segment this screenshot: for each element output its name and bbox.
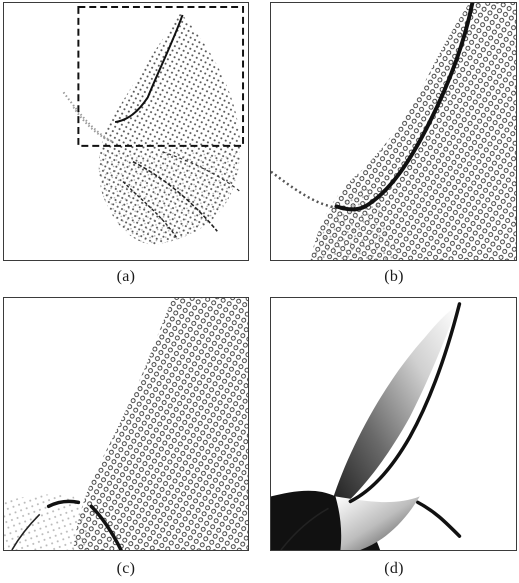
panel-d-lower-curve [418, 502, 460, 536]
figure-panel-d [270, 297, 517, 551]
panel-c-caption: (c) [96, 560, 156, 578]
panel-d-light-lobe [335, 496, 419, 550]
panel-c-dotted-body [73, 298, 248, 550]
panel-b-drawing [271, 3, 516, 260]
panel-b-caption: (b) [364, 268, 424, 286]
panel-a-caption: (a) [96, 268, 156, 286]
panel-d-caption: (d) [364, 560, 424, 578]
panel-d-drawing [271, 298, 516, 550]
figure-panel-a [3, 2, 249, 261]
panel-d-shaded-sheet [331, 306, 458, 508]
figure-panel-c [3, 297, 249, 551]
panel-a-drawing [4, 3, 248, 260]
figure-panel-b [270, 2, 517, 261]
panel-c-drawing [4, 298, 248, 550]
